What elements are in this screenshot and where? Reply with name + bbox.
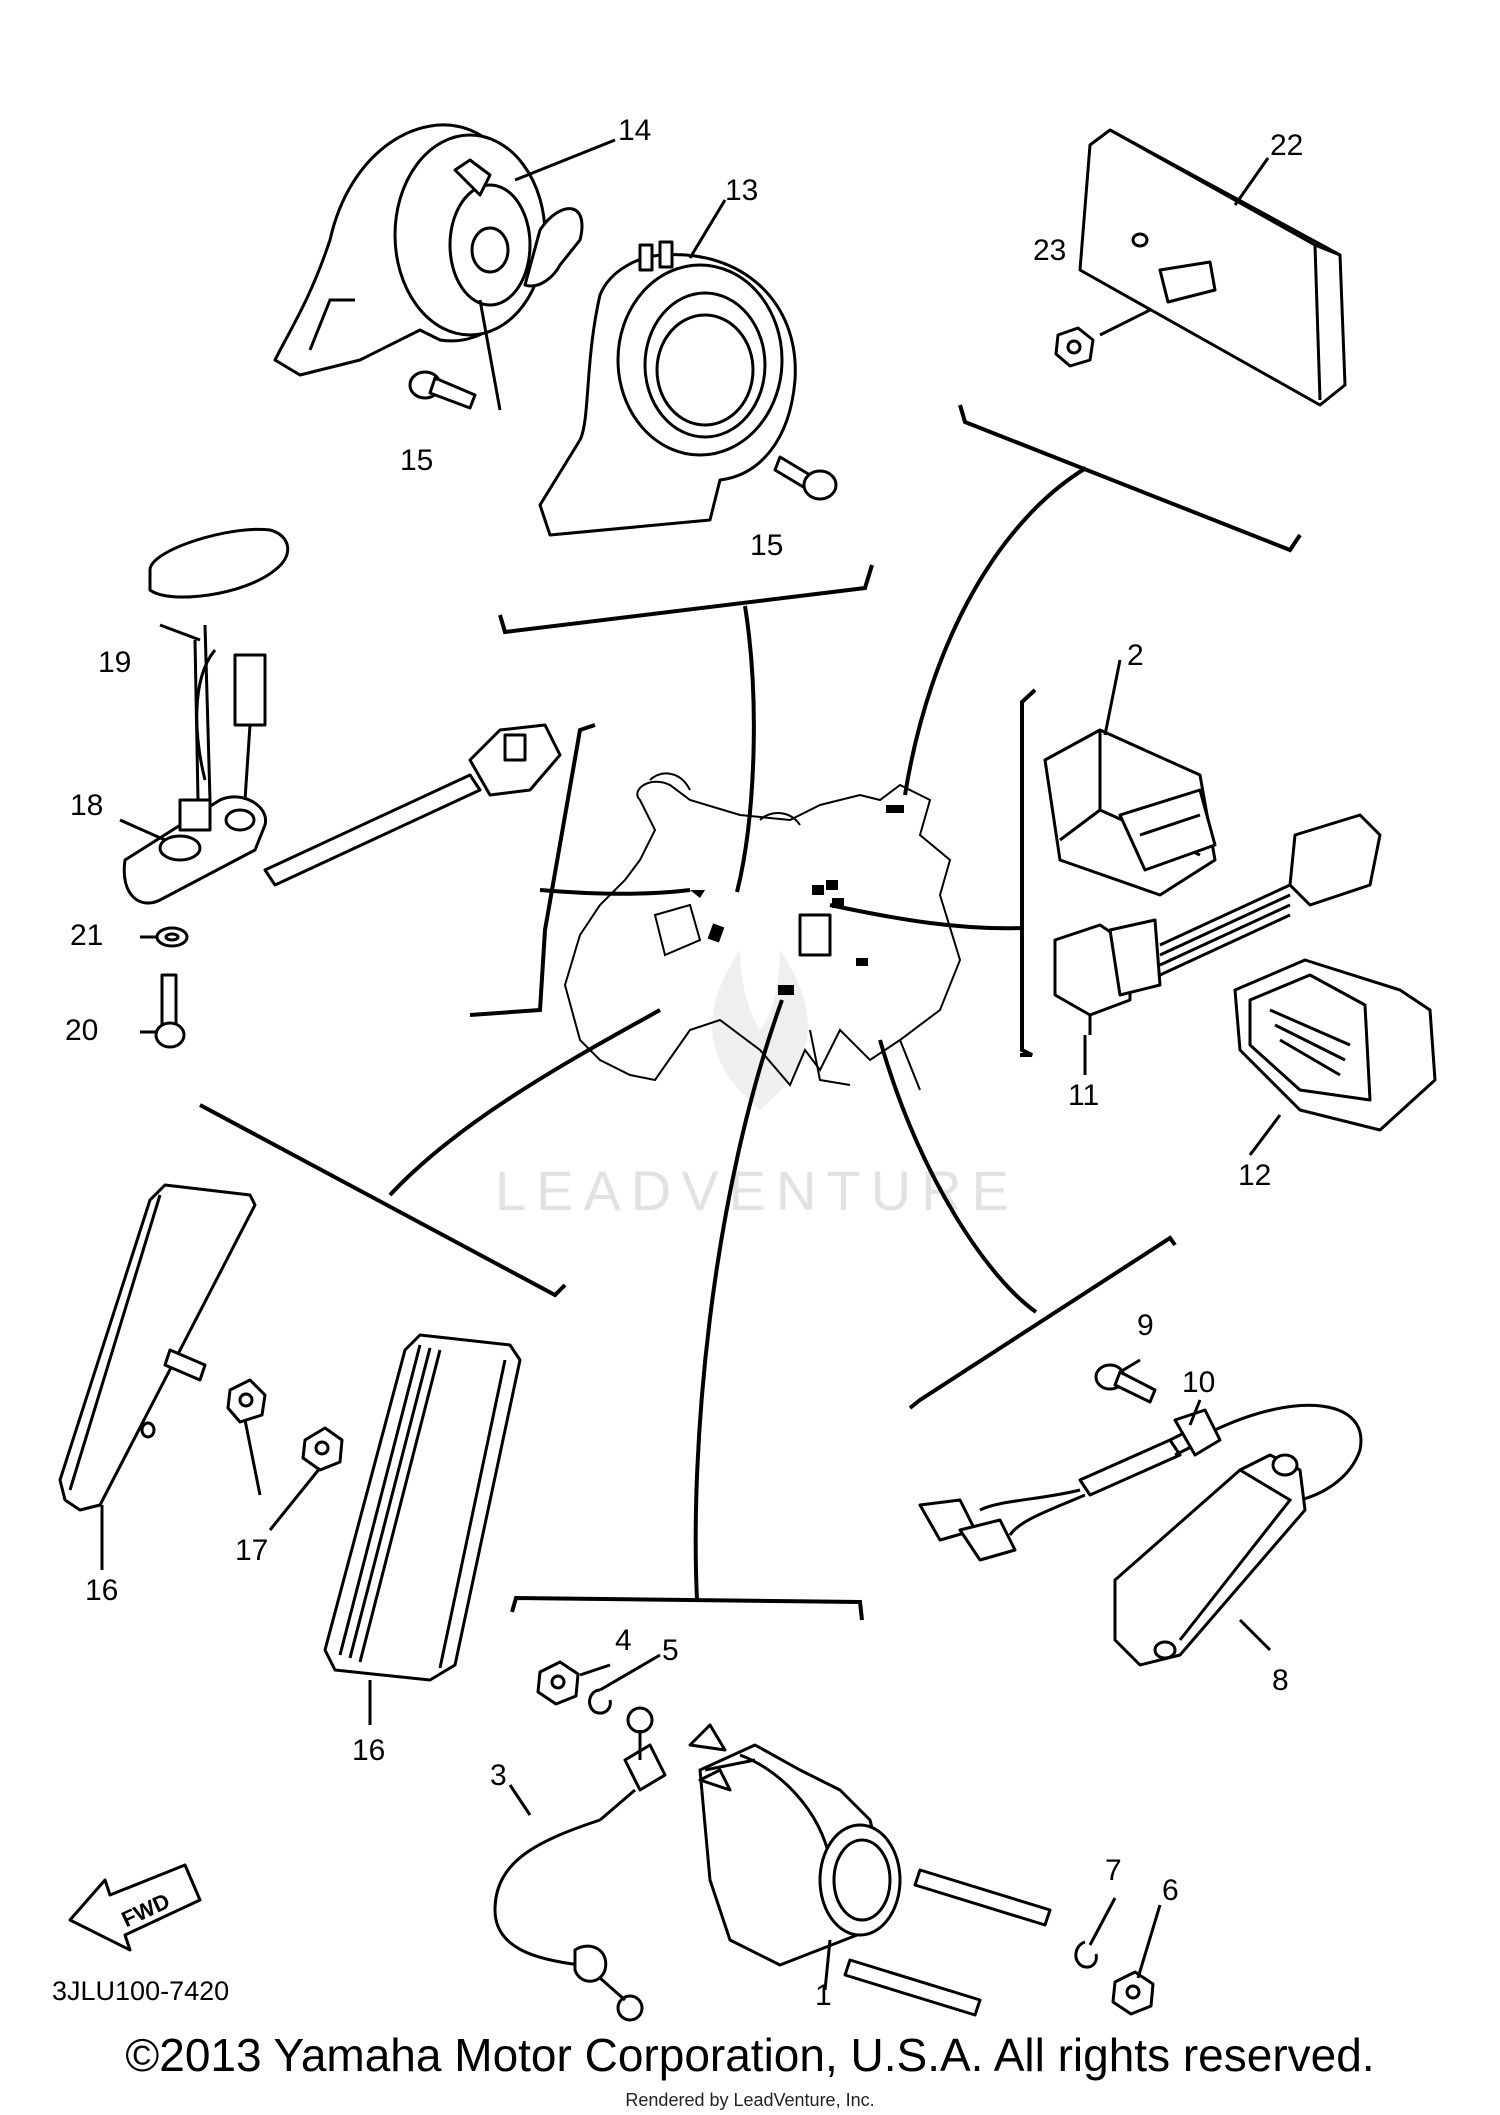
callout-20: 20 [65, 1014, 98, 1047]
callout-14: 14 [618, 114, 651, 147]
watermark: LEADVENTURE [495, 950, 1019, 1222]
callout-3: 3 [490, 1759, 507, 1792]
callout-6: 6 [1162, 1874, 1179, 1907]
reflector-22 [1078, 128, 1347, 407]
callout-21: 21 [70, 919, 103, 952]
callout-8: 8 [1272, 1664, 1289, 1697]
washer-21 [155, 926, 189, 948]
bolt-15-a [408, 370, 477, 410]
location-box [798, 913, 832, 957]
relay-2 [1043, 728, 1217, 897]
callout-13: 13 [725, 174, 758, 207]
copyright-notice: ©2013 Yamaha Motor Corporation, U.S.A. A… [125, 2029, 1375, 2081]
horn-14 [273, 123, 584, 411]
reference-code: 3JLU100-7420 [52, 1976, 230, 2006]
callout-12: 12 [1238, 1159, 1271, 1192]
callout-9: 9 [1137, 1309, 1154, 1342]
relay-11 [1053, 813, 1382, 1035]
vehicle-outline [563, 772, 962, 1091]
nut-4 [536, 1660, 580, 1706]
lead-wire-3 [493, 1706, 667, 2022]
regulator-8 [1113, 1453, 1307, 1667]
callout-labels: 1 2 3 4 5 6 7 8 9 10 11 12 13 14 15 15 1… [65, 114, 1303, 2012]
harness-10 [918, 1403, 1363, 1562]
connector-12 [1233, 958, 1437, 1132]
leader-lines [100, 138, 1282, 1991]
reflector-16-b [323, 1333, 522, 1682]
rendered-by-notice: Rendered by LeadVenture, Inc. [625, 2090, 875, 2110]
nut-6 [1111, 1970, 1155, 2016]
horn-13 [538, 240, 797, 537]
callout-16-a: 16 [85, 1574, 118, 1607]
group-brackets [199, 404, 1302, 1621]
callout-22: 22 [1270, 129, 1303, 162]
nut-17-a [226, 1378, 267, 1424]
callout-5: 5 [662, 1634, 679, 1667]
callout-16-b: 16 [352, 1734, 385, 1767]
washer-7 [1074, 1940, 1098, 1969]
callout-15-a: 15 [400, 444, 433, 477]
fuel-sender-18 [122, 624, 562, 905]
fwd-arrow-icon: FWD [68, 1863, 202, 1952]
callout-23: 23 [1033, 234, 1066, 267]
callout-19: 19 [98, 646, 131, 679]
callout-1: 1 [815, 1979, 832, 2012]
callout-18: 18 [70, 789, 103, 822]
bolt-15-b [773, 455, 838, 501]
watermark-text: LEADVENTURE [495, 1159, 1019, 1222]
gasket-19 [148, 527, 290, 599]
washer-5 [588, 1688, 612, 1715]
callout-11: 11 [1068, 1079, 1099, 1112]
callout-2: 2 [1127, 639, 1144, 672]
bolt-9 [1094, 1363, 1157, 1404]
starter-relay-1 [688, 1723, 1052, 2017]
screw-20 [154, 973, 186, 1049]
reflector-16-a [58, 1183, 257, 1512]
callout-10: 10 [1182, 1366, 1215, 1399]
callout-7: 7 [1105, 1854, 1122, 1887]
callout-17: 17 [235, 1534, 268, 1567]
nut-23 [1054, 308, 1151, 368]
callout-15-b: 15 [750, 529, 783, 562]
nut-17-b [301, 1426, 344, 1472]
callout-4: 4 [615, 1624, 632, 1657]
